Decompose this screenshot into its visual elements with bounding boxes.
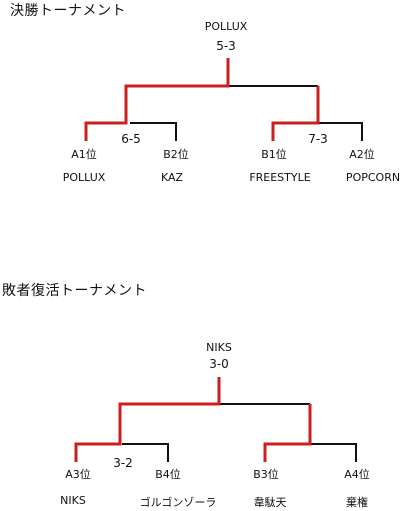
main-team-kaz: KAZ <box>160 171 184 184</box>
main-tournament-title: 決勝トーナメント <box>10 3 126 19</box>
repechage-semifinal-left-score: 3-2 <box>113 456 133 470</box>
main-path-finalist-right <box>271 86 320 141</box>
repechage-seed-b4: B4位 <box>155 468 181 481</box>
main-seed-b2: B2位 <box>163 148 189 161</box>
main-team-popcorn: POPCORN <box>345 171 401 184</box>
repechage-bracket <box>74 377 357 462</box>
main-team-freestyle: FREESTYLE <box>249 171 311 184</box>
main-seed-b1: B1位 <box>261 148 287 161</box>
main-bracket <box>84 58 363 141</box>
main-semifinal-right-score: 7-3 <box>308 132 328 146</box>
repechage-seed-a3: A3位 <box>65 468 91 481</box>
main-seed-a1: A1位 <box>71 148 97 161</box>
main-seed-a2: A2位 <box>349 148 375 161</box>
repechage-team-forfeit: 棄権 <box>346 496 368 509</box>
main-final-score: 5-3 <box>216 39 236 53</box>
repechage-team-gorgonzola: ゴルゴンゾーラ <box>139 496 217 509</box>
main-champion-label: POLLUX <box>204 20 248 33</box>
main-path-champion <box>84 58 230 141</box>
repechage-path-champion <box>74 377 221 462</box>
repechage-path-finalist-right <box>263 404 312 462</box>
main-team-pollux: POLLUX <box>62 171 106 184</box>
repechage-seed-a4: A4位 <box>344 468 370 481</box>
repechage-tournament-title: 敗者復活トーナメント <box>2 283 147 299</box>
repechage-final-score: 3-0 <box>209 357 229 371</box>
main-semifinal-left-score: 6-5 <box>121 132 141 146</box>
repechage-champion-label: NIKS <box>206 341 232 354</box>
repechage-seed-b3: B3位 <box>253 468 279 481</box>
repechage-team-idaten: 韋駄天 <box>253 496 287 509</box>
repechage-team-niks: NIKS <box>60 494 86 507</box>
